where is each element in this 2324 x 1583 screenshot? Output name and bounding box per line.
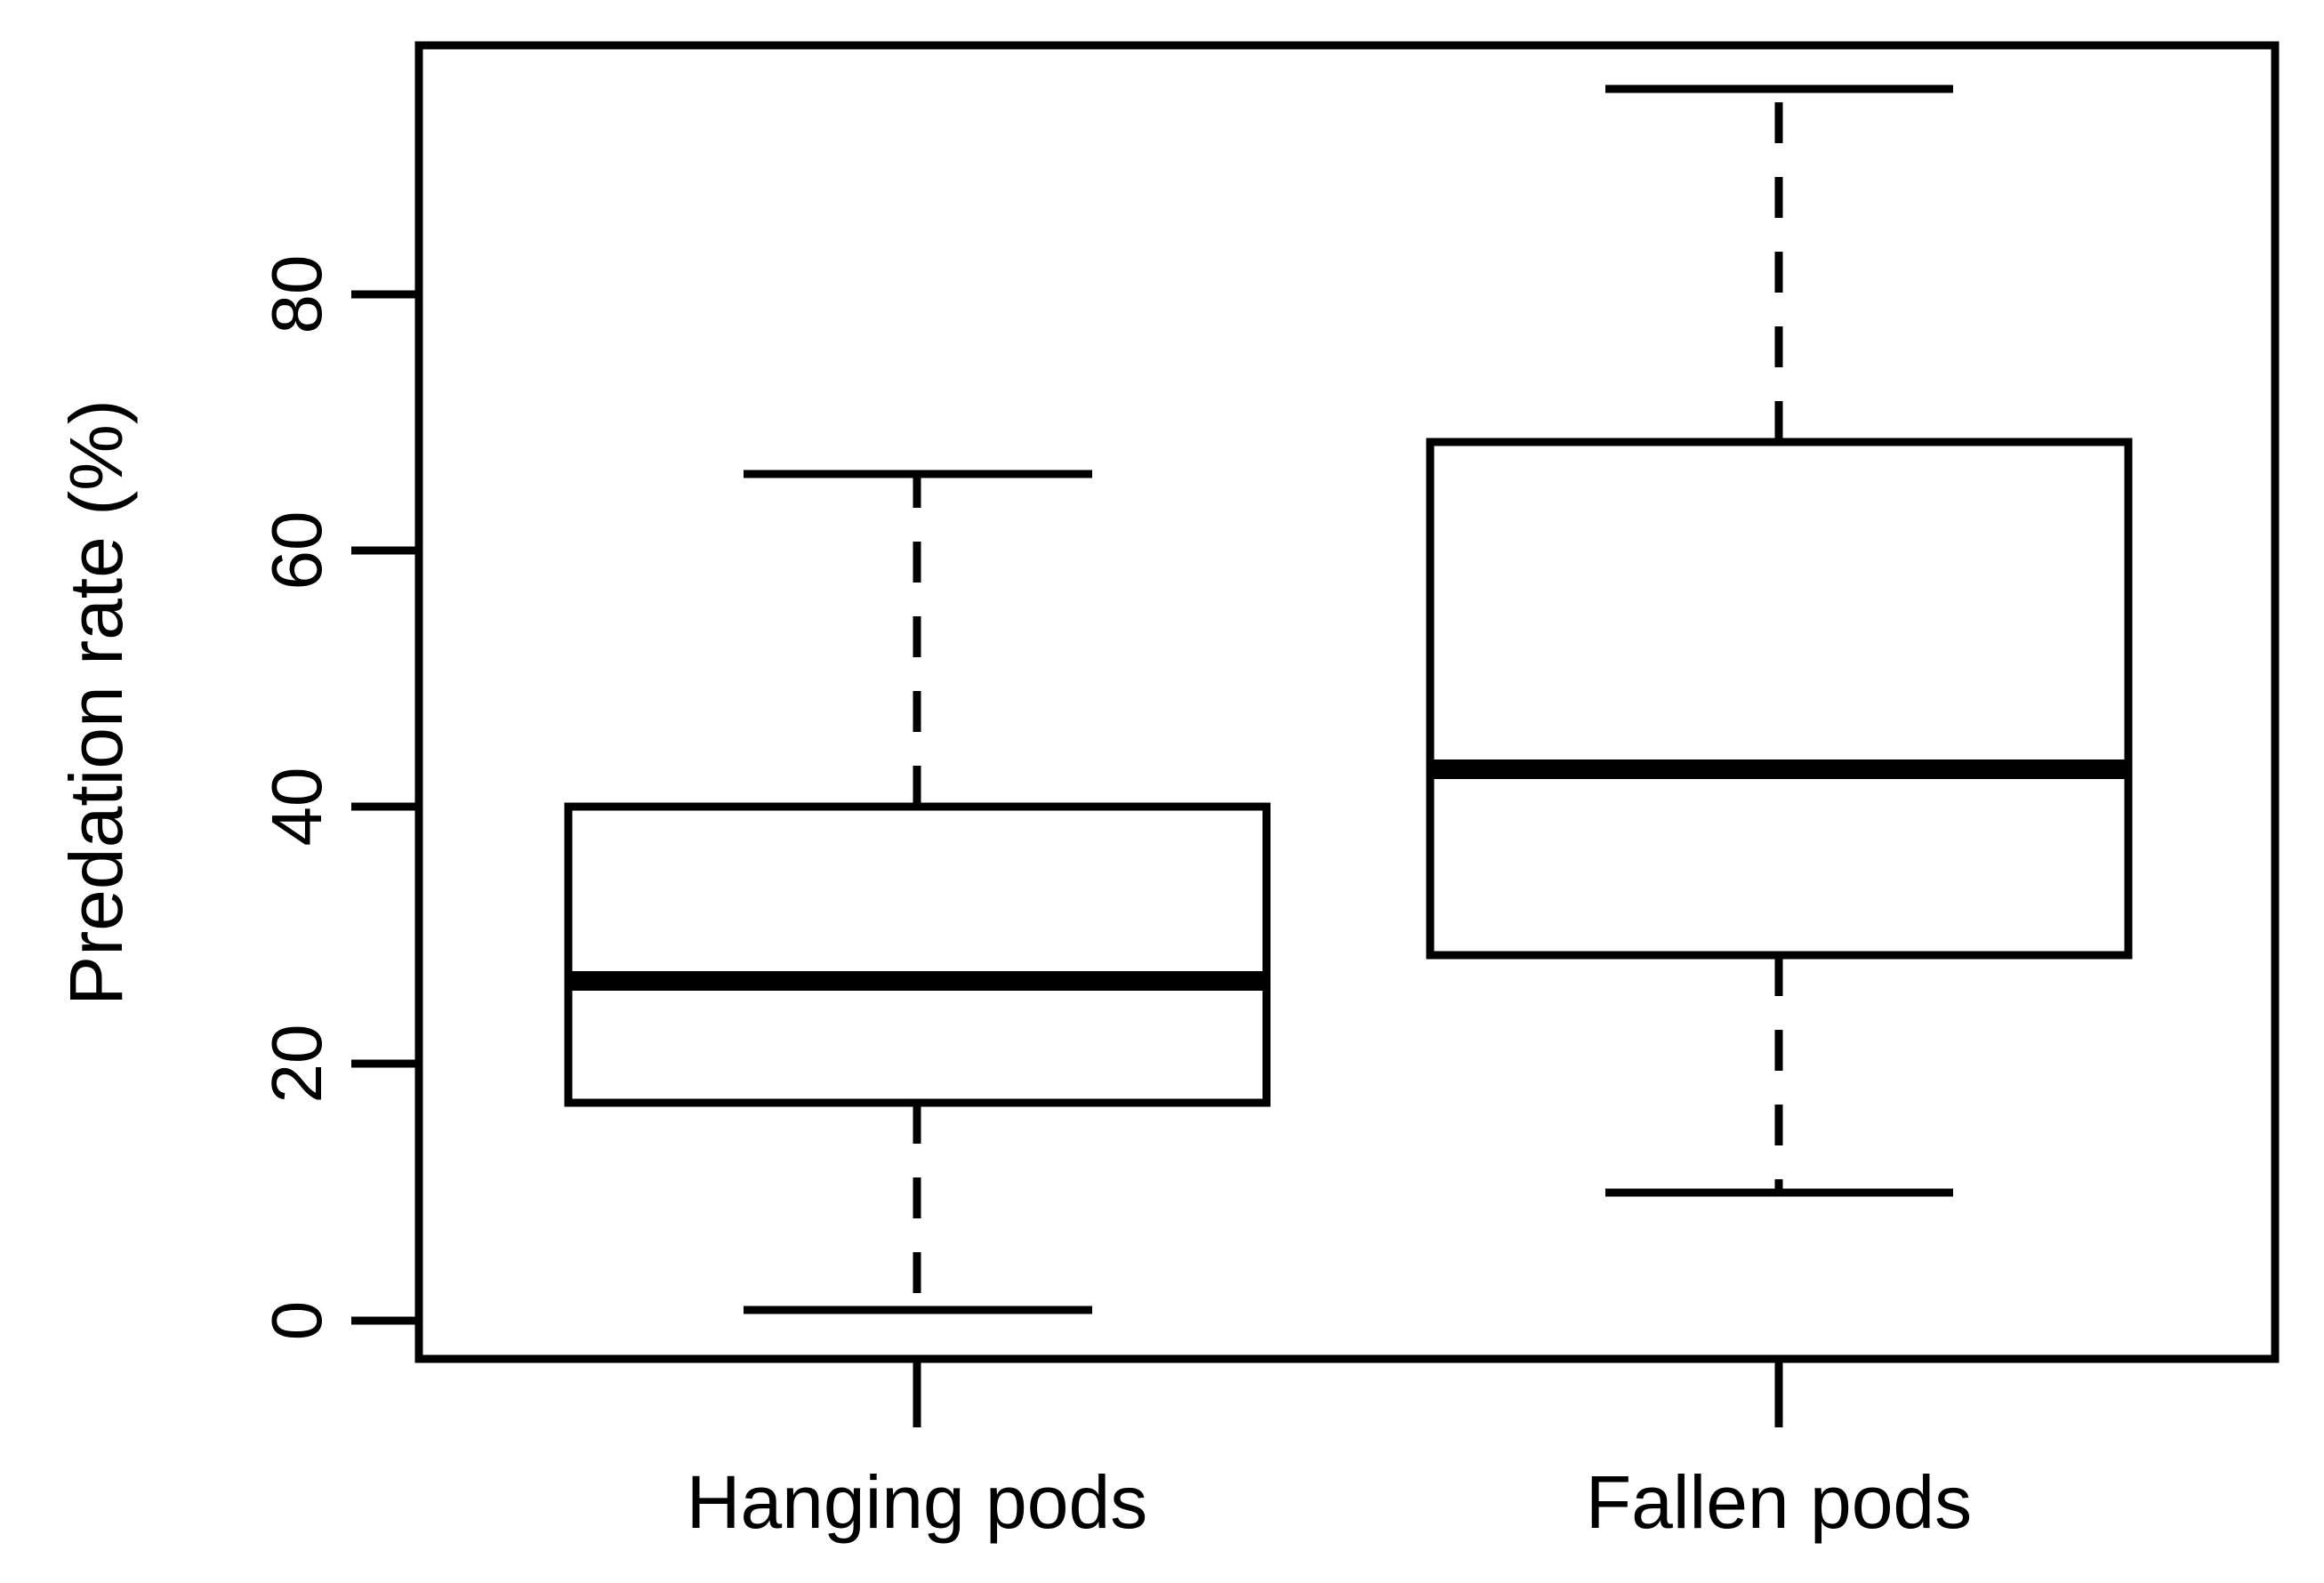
y-tick-label-0: 0 (257, 1301, 336, 1341)
box-hanging-pods (564, 470, 1271, 1314)
plot-frame (414, 41, 2280, 1363)
x-label-hanging-pods: Hanging pods (687, 1460, 1147, 1544)
iqr-box-hanging (564, 802, 1271, 1107)
y-axis-tick-labels: 80 60 40 20 0 (257, 255, 336, 1341)
iqr-box-fallen (1426, 438, 2133, 960)
box-fallen-pods (1426, 84, 2133, 1197)
x-label-fallen-pods: Fallen pods (1586, 1460, 1972, 1544)
x-axis-ticks (913, 1359, 1783, 1427)
y-axis-title: Predation rate (%) (54, 399, 138, 1006)
y-tick-label-20: 20 (257, 1025, 336, 1104)
y-axis-ticks (351, 290, 419, 1325)
y-tick-label-80: 80 (257, 255, 336, 334)
y-tick-label-40: 40 (257, 767, 336, 847)
y-tick-label-60: 60 (257, 511, 336, 591)
